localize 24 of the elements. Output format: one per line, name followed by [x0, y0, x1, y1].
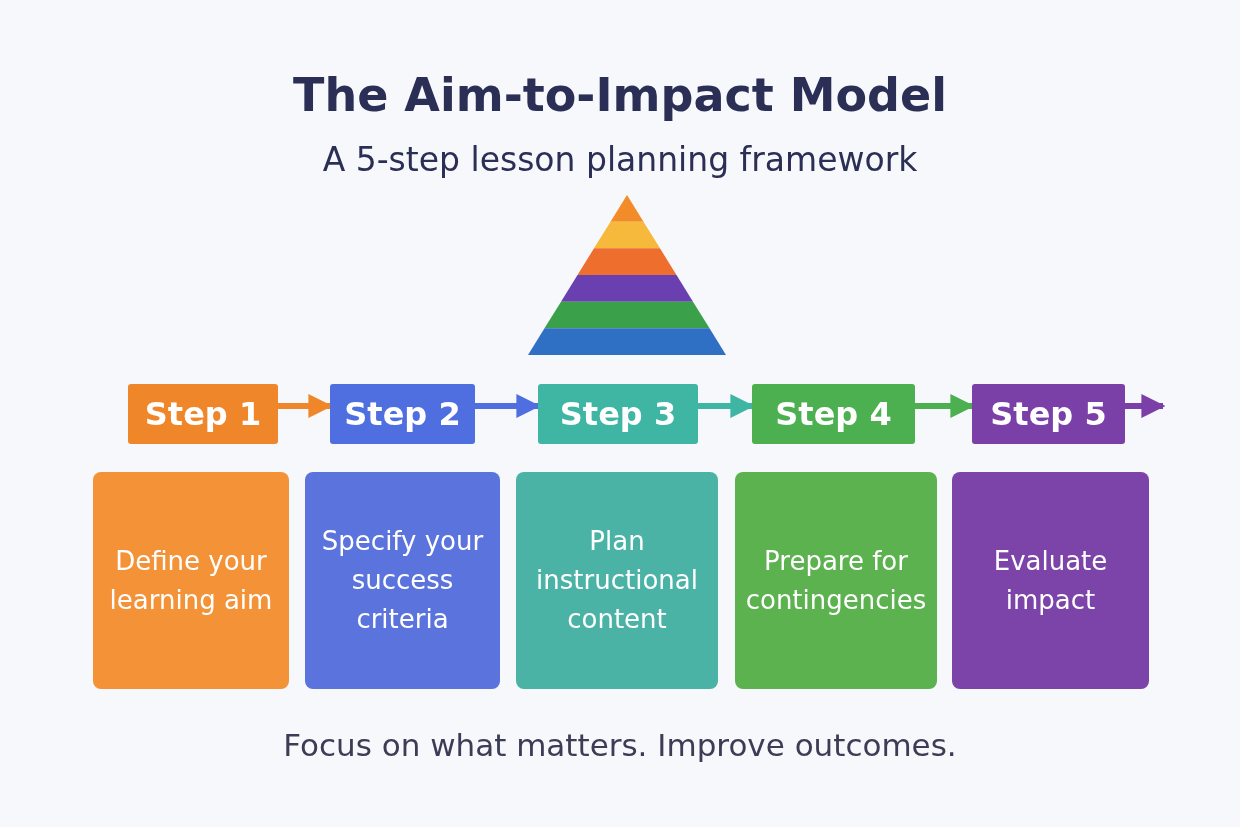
step-label: Step 1 [144, 395, 262, 433]
step-card [93, 472, 289, 689]
step-card [305, 472, 500, 689]
step-banner [752, 384, 915, 444]
step-description: Evaluate impact [992, 544, 1109, 617]
caption: Focus on what matters. Improve outcomes. [282, 727, 958, 763]
step-description: Specify your success criteria [320, 525, 485, 636]
step-description: Plan instructional content [535, 525, 699, 636]
step-banner [538, 384, 698, 444]
step-description: Define your learning aim [108, 544, 274, 617]
step-banner [128, 384, 278, 444]
arrow [1125, 394, 1166, 418]
step-label: Step 5 [990, 395, 1107, 433]
step-banner [330, 384, 475, 444]
step-label: Step 4 [775, 395, 892, 433]
step-card [952, 472, 1149, 689]
step-description: Prepare for contingencies [744, 544, 928, 617]
subtitle: A 5-step lesson planning framework [321, 140, 919, 179]
step-banner [972, 384, 1125, 444]
step-card [735, 472, 937, 689]
step-label: Step 3 [559, 395, 677, 433]
step-label: Step 2 [344, 395, 461, 433]
title: The Aim-to-Impact Model [292, 68, 948, 122]
step-card [516, 472, 718, 689]
